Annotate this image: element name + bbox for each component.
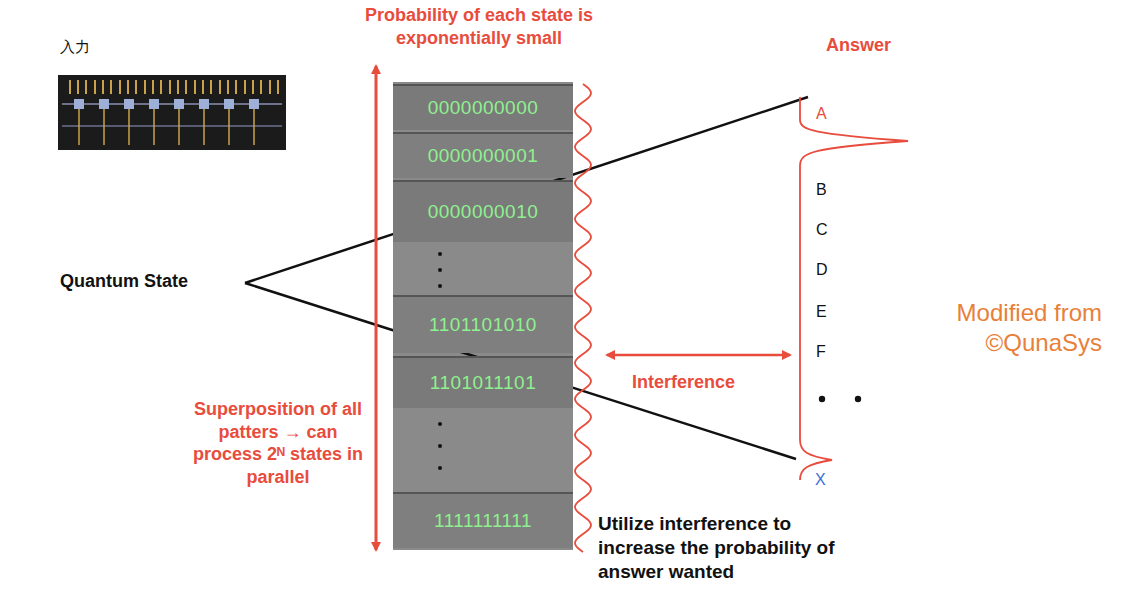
state-box: 0000000000 xyxy=(393,84,573,130)
state-box: 0000000010 xyxy=(393,180,573,242)
state-column xyxy=(393,82,573,550)
answer-letter: B xyxy=(816,180,827,200)
probability-curve xyxy=(800,97,908,480)
method-note: Utilize interference to increase the pro… xyxy=(598,512,873,583)
state-box: 1101101010 xyxy=(393,295,573,353)
state-box: 0000000001 xyxy=(393,132,573,178)
wave xyxy=(575,84,591,552)
bit-string: 1111111111 xyxy=(434,510,532,532)
bit-string: 1101101010 xyxy=(429,314,537,336)
state-box: 1101011101 xyxy=(393,356,573,408)
state-box: 1111111111 xyxy=(393,492,573,548)
bit-string: 0000000010 xyxy=(428,201,539,223)
answer-letter: X xyxy=(815,470,826,490)
bit-string: 0000000000 xyxy=(428,97,539,119)
superposition-note: Superposition of all patters → can proce… xyxy=(192,398,364,488)
answer-label: Answer xyxy=(826,34,891,57)
bit-string: 1101011101 xyxy=(430,372,536,394)
state-label: Quantum State xyxy=(60,270,188,293)
chip-picture xyxy=(58,75,286,150)
answer-letter: D xyxy=(816,260,828,280)
heading-note: Probability of each state is exponential… xyxy=(345,4,613,49)
answer-letter: E xyxy=(816,302,827,322)
bit-string: 0000000001 xyxy=(428,145,539,167)
interference-label: Interference xyxy=(632,371,735,394)
ellipsis-dots xyxy=(819,396,861,402)
answer-letter: C xyxy=(816,220,828,240)
answer-letter: A xyxy=(816,104,827,124)
input-label: 入力 xyxy=(60,38,90,57)
interference-arrow xyxy=(607,354,790,357)
credit-note: Modified from ©QunaSys xyxy=(897,298,1102,358)
range-arrow xyxy=(375,66,378,550)
answer-letter: F xyxy=(816,342,826,362)
